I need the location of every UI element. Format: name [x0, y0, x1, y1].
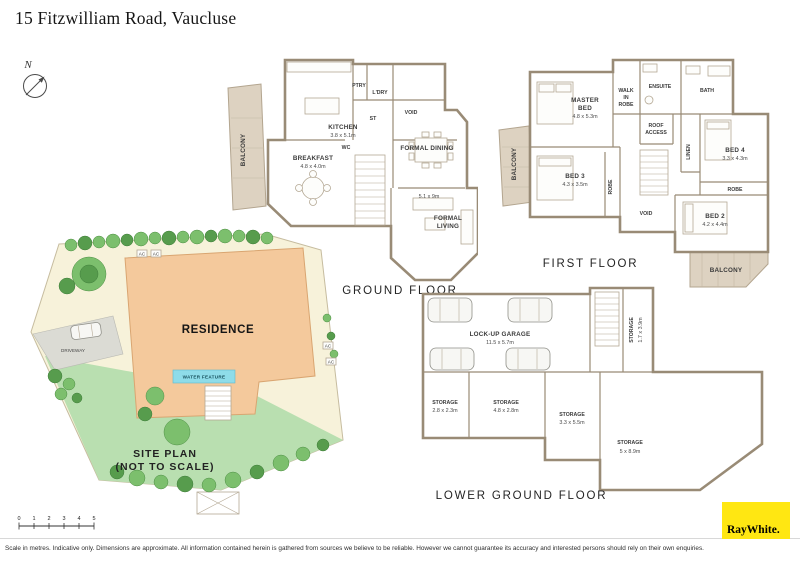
scale-tick-4: 4	[77, 516, 80, 522]
bed2-dim: 4.2 x 4.4m	[702, 222, 728, 228]
ac-label-2: AC	[153, 251, 160, 256]
wir-label-3: ROBE	[619, 102, 635, 108]
kitchen-label: KITCHEN	[328, 124, 358, 131]
wc-label: WC	[342, 145, 351, 151]
linen-label: LINEN	[686, 144, 692, 160]
ground-furniture	[286, 61, 474, 245]
page-title: 15 Fitzwilliam Road, Vaucluse	[15, 8, 237, 28]
site-plan: AC AC AC AC RESIDENCE DRIVEWAY WATER FEA…	[25, 228, 350, 520]
dining-living-dim: 5.1 x 9m	[419, 194, 440, 200]
scale-tick-1: 1	[32, 516, 35, 522]
footer-divider	[0, 538, 800, 539]
storage1-dim: 1.7 x 3.9m	[638, 317, 644, 343]
breakfast-dim: 4.8 x 4.0m	[300, 164, 326, 170]
ac-label-1: AC	[139, 251, 146, 256]
pantry-label: PTRY	[352, 83, 366, 89]
site-stairs	[204, 385, 232, 421]
storage4-label: STORAGE	[559, 412, 585, 418]
roof-access-label-1: ROOF	[649, 123, 664, 129]
kitchen-dim: 3.8 x 5.1m	[330, 133, 356, 139]
site-structure	[196, 491, 240, 515]
scale-tick-3: 3	[62, 516, 65, 522]
bed3-dim: 4.3 x 3.5m	[562, 182, 588, 188]
lower-ground-floor-plan: LOCK-UP GARAGE 11.5 x 5.7m STORAGE 1.7 x…	[411, 284, 775, 496]
storage5-dim: 5 x 8.9m	[620, 449, 641, 455]
first-furniture	[536, 63, 732, 235]
site-lawn	[45, 356, 343, 490]
scale-tick-5: 5	[92, 516, 95, 522]
first-balcony-bottom-label: BALCONY	[710, 267, 743, 274]
compass-n-label: N	[23, 59, 32, 71]
robe-b-label: ROBE	[728, 187, 744, 193]
ground-balcony-label: BALCONY	[240, 133, 247, 166]
compass-icon: N	[23, 59, 47, 98]
lower-interior-walls	[423, 288, 762, 460]
water-feature-label: WATER FEATURE	[183, 375, 226, 380]
wir-label-2: IN	[623, 95, 628, 101]
void-label: VOID	[405, 110, 418, 116]
first-balcony-bottom-hatch	[701, 252, 751, 287]
first-floor-label: FIRST FLOOR	[542, 258, 639, 270]
site-water-feature-shape	[172, 369, 236, 384]
scale-tick-0: 0	[17, 516, 20, 522]
master-bed-label-2: BED	[578, 105, 592, 112]
site-plan-title: SITE PLAN	[133, 448, 197, 460]
first-interior-walls	[530, 60, 768, 252]
bed4-label: BED 4	[725, 147, 745, 154]
trees	[47, 228, 339, 493]
laundry-label: L'DRY	[372, 90, 388, 96]
robe-a-label: ROBE	[608, 179, 614, 195]
storage1-label: STORAGE	[629, 317, 635, 343]
bed4-dim: 3.3 x 4.3m	[722, 156, 748, 162]
storage2-dim: 2.8 x 2.3m	[432, 408, 458, 414]
ensuite-label: ENSUITE	[649, 84, 672, 90]
ground-balcony-hatch	[231, 117, 265, 179]
disclaimer-text: Scale in metres. Indicative only. Dimens…	[5, 545, 704, 552]
compass-needle	[25, 78, 43, 96]
formal-living-label-2: LIVING	[437, 223, 459, 230]
master-bed-label-1: MASTER	[571, 97, 599, 104]
roof-access-label-2: ACCESS	[645, 130, 667, 136]
compass-arrowhead	[38, 76, 45, 83]
ground-stairs	[354, 154, 386, 226]
master-bed-dim: 4.8 x 5.3m	[572, 114, 598, 120]
lower-stairs	[594, 291, 620, 347]
residence-label: RESIDENCE	[182, 324, 255, 336]
lower-ground-floor-label: LOWER GROUND FLOOR	[435, 490, 608, 502]
bed3-label: BED 3	[565, 173, 585, 180]
ac-label-3: AC	[325, 343, 332, 348]
formal-living-label-1: FORMAL	[434, 215, 462, 222]
ac-units: AC AC AC AC	[136, 249, 337, 366]
ac-label-4: AC	[328, 359, 335, 364]
storage3-dim: 4.8 x 2.8m	[493, 408, 519, 414]
first-floor-plan: MASTER BED 4.8 x 5.3m WALK IN ROBE ENSUI…	[483, 52, 775, 294]
raywhite-logo: RayWhite.	[722, 502, 790, 539]
storage5-label: STORAGE	[617, 440, 643, 446]
store-label: ST	[370, 116, 377, 122]
first-void-label: VOID	[640, 211, 653, 217]
ground-balcony-shape	[227, 83, 267, 211]
formal-dining-label: FORMAL DINING	[400, 145, 453, 152]
wir-label-1: WALK	[618, 88, 634, 94]
storage3-label: STORAGE	[493, 400, 519, 406]
breakfast-label: BREAKFAST	[293, 155, 333, 162]
scale-bar: 0 1 2 3 4 5	[17, 516, 96, 530]
bath-label: BATH	[700, 88, 714, 94]
bed2-label: BED 2	[705, 213, 725, 220]
site-plan-subtitle: (NOT TO SCALE)	[116, 461, 215, 473]
first-stairs	[639, 149, 669, 196]
site-car	[70, 322, 102, 340]
driveway-label: DRIVEWAY	[61, 348, 85, 353]
garage-cars	[427, 297, 553, 371]
scale-tick-2: 2	[47, 516, 50, 522]
garage-dim: 11.5 x 5.7m	[486, 340, 514, 346]
storage4-dim: 3.3 x 5.5m	[559, 420, 585, 426]
raywhite-logo-text: RayWhite.	[727, 524, 780, 536]
first-balcony-left-label: BALCONY	[511, 147, 518, 180]
site-residence-shape	[124, 247, 316, 419]
first-balcony-left-hatch	[502, 146, 533, 188]
garage-label: LOCK-UP GARAGE	[470, 331, 531, 338]
lower-outline	[421, 286, 764, 492]
storage2-label: STORAGE	[432, 400, 458, 406]
